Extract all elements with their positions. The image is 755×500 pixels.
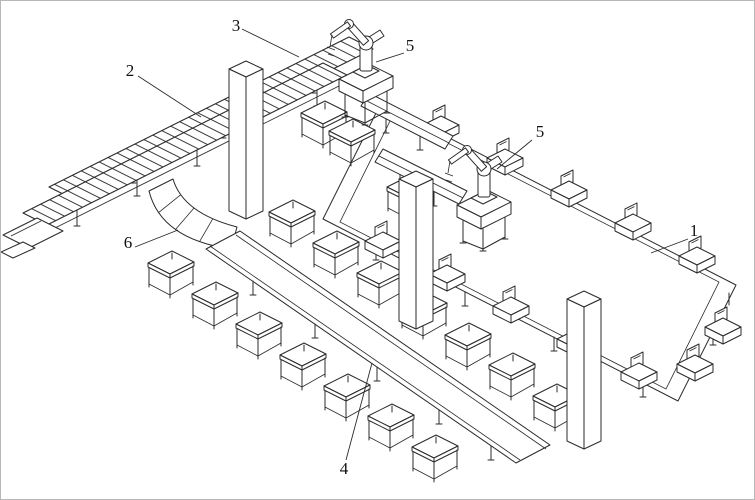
workbench xyxy=(279,342,327,391)
transfer-midline xyxy=(364,99,450,144)
belt-surface xyxy=(205,230,551,464)
support-column xyxy=(228,60,264,220)
discharge-chute xyxy=(2,217,64,249)
workbench xyxy=(488,352,536,401)
label-5b: 5 xyxy=(536,122,545,141)
workbench xyxy=(312,230,360,279)
belt-edge-lines xyxy=(209,234,547,461)
transfer-legs xyxy=(382,118,424,151)
workbench xyxy=(444,322,492,371)
curved-conveyor-bend xyxy=(148,178,238,250)
support-column xyxy=(398,170,434,330)
workbench xyxy=(367,403,415,452)
belt-legs xyxy=(249,280,495,461)
leader-line-3 xyxy=(241,28,300,58)
leader-line-6 xyxy=(134,229,179,248)
bend-radial-ties xyxy=(158,194,214,242)
leader-line-2 xyxy=(137,75,202,118)
label-5a: 5 xyxy=(406,36,415,55)
workbench xyxy=(191,281,239,330)
leader-lines xyxy=(134,28,689,461)
belt-conveyor-central xyxy=(205,230,551,464)
label-3: 3 xyxy=(232,16,241,35)
roller-track-2-siderail xyxy=(48,80,350,232)
leader-line-4 xyxy=(345,362,373,461)
leader-line-5a xyxy=(375,52,405,63)
loop-inner-rail xyxy=(339,114,720,390)
discharge-chute-line xyxy=(10,220,42,237)
leader-line-1 xyxy=(650,238,689,254)
label-2: 2 xyxy=(126,61,135,80)
workbench xyxy=(147,250,195,299)
roller-conveyor-upper xyxy=(1,36,374,259)
workbench xyxy=(411,434,459,483)
workbench xyxy=(268,199,316,248)
workbench xyxy=(356,260,404,309)
label-1: 1 xyxy=(690,221,699,240)
bend-outer-arc xyxy=(148,178,238,250)
chute-tray xyxy=(1,241,36,259)
reference-numerals: 3 2 5 5 6 1 4 xyxy=(124,16,699,478)
label-6: 6 xyxy=(124,233,133,252)
leader-line-5b xyxy=(496,139,533,170)
support-column xyxy=(566,290,602,450)
label-4: 4 xyxy=(340,459,349,478)
workbench xyxy=(235,311,283,360)
